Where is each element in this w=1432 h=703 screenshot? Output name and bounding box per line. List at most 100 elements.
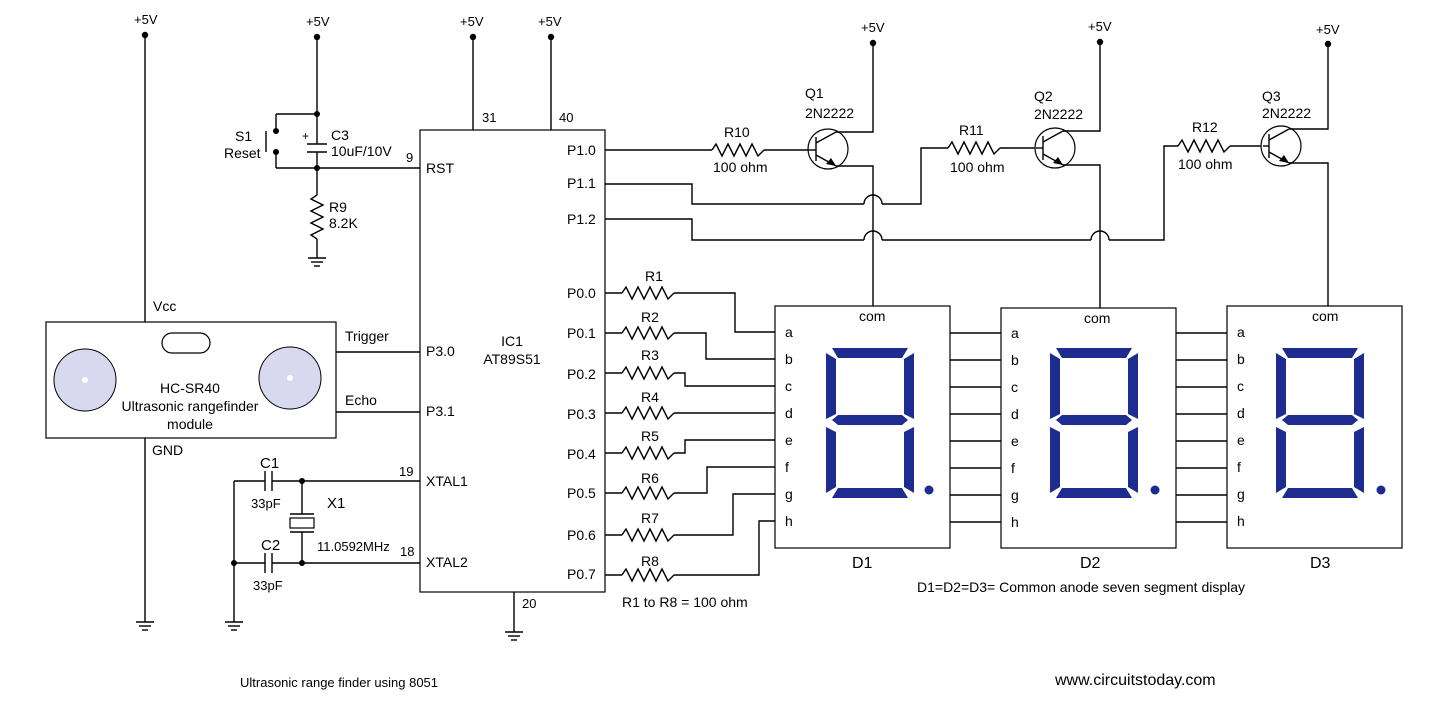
pin-label: d [1011,406,1019,422]
pin-label: XTAL2 [426,554,468,570]
power-symbols: +5V +5V +5V +5V +5V +5V +5V [134,12,1340,48]
pin-label: c [1011,379,1018,395]
transistor-q1: Q1 2N2222 R10 100 ohm [713,43,874,306]
pin-label: c [1237,378,1244,394]
pin-label: XTAL1 [426,473,468,489]
pin-label: e [1237,432,1245,448]
power-q1: +5V [861,20,885,47]
cap-ref: C3 [331,127,349,143]
resistor-icon [621,527,675,543]
pin-number: 19 [399,464,413,479]
ground-icon [225,621,243,631]
transistor-part: 2N2222 [1034,106,1083,122]
segment-resistors: R1 R2 R3 R4 R5 R6 R7 R8 R1 to R8 = 100 o… [605,268,775,610]
pin-label: P1.0 [567,142,596,158]
ic-ref: IC1 [501,333,523,349]
power-pin31: +5V [460,14,484,41]
res-ref: R10 [724,124,750,140]
pin-label: e [785,432,793,448]
sensor-desc-module: module [167,416,213,432]
pin-label: P0.3 [567,406,596,422]
resistor-icon [711,142,765,158]
reset-circuit: S1 Reset + C3 10uF/10V R9 8.2K [224,37,420,267]
resistor-note: R1 to R8 = 100 ohm [622,594,748,610]
crystal-ref: X1 [327,495,345,512]
resistor-icon [1177,138,1231,154]
ic-part: AT89S51 [483,351,541,367]
res-ref: R8 [641,553,659,569]
vcc-label: Vcc [153,298,176,314]
res-ref: R9 [329,199,347,215]
display-d1: com a b c d e f g h D1 [774,305,951,572]
pin-label: e [1011,433,1019,449]
display-d2: com a b c d e f g h D2 [1000,307,1177,572]
display-bus [950,332,1227,523]
pin-number: 31 [482,110,496,125]
pin-label: h [1011,514,1019,530]
pin-label: b [785,351,793,367]
power-label: +5V [134,12,158,27]
pin-label: f [785,459,789,475]
echo-label: Echo [345,392,377,408]
resistor-icon [621,405,675,421]
website-link[interactable]: www.circuitstoday.com [1054,672,1216,689]
pin-number: 9 [406,150,413,165]
pin-label: d [785,405,793,421]
resistor-icon [621,445,675,461]
crystal-value: 11.0592MHz [317,539,390,554]
res-ref: R5 [641,428,659,444]
ground-icon [136,621,154,631]
transistor-ref: Q1 [805,85,824,101]
resistor-icon [621,325,675,341]
display-note: D1=D2=D3= Common anode seven segment dis… [917,579,1245,595]
display-name: D2 [1080,555,1101,572]
power-q3: +5V [1316,22,1340,48]
res-value: 100 ohm [950,159,1004,175]
diagram-title: Ultrasonic range finder using 8051 [240,675,438,690]
digit-drivers: Q1 2N2222 R10 100 ohm Q2 2N2222 R11 100 … [605,42,1329,308]
power-pin40: +5V [538,14,562,41]
pin-label: P0.5 [567,485,596,501]
transistor-icon [1260,125,1302,167]
pin-label: P3.1 [426,403,455,419]
power-label: +5V [1316,22,1340,37]
power-reset: +5V [306,14,330,41]
digit-8-icon [826,348,934,498]
power-label: +5V [460,14,484,29]
pin-label: P3.0 [426,343,455,359]
transducer-right [258,346,322,410]
transistor-ref: Q3 [1262,88,1281,104]
pin-label: a [1237,324,1245,340]
ultrasonic-sensor: Vcc GND HC-SR40 Ultrasonic rangefinder m… [45,35,420,631]
pin-label: g [1237,486,1245,502]
pin-label: P0.6 [567,527,596,543]
pin-label: a [785,324,793,340]
pin-label: h [785,513,793,529]
trigger-label: Trigger [345,328,389,344]
pin-label: f [1237,459,1241,475]
cap-value: 10uF/10V [331,143,392,159]
com-label: com [1312,308,1338,324]
res-ref: R3 [641,347,659,363]
cap-value: 33pF [251,496,281,511]
cap-polarity: + [302,129,309,143]
transistor-q3: Q3 2N2222 R12 100 ohm [1178,44,1329,306]
resistor-icon [621,285,675,301]
res-ref: R2 [641,309,659,325]
pin-label: P0.2 [567,366,596,382]
cap-ref: C1 [260,455,279,472]
pin-label: b [1011,352,1019,368]
transistor-icon [1034,127,1076,169]
res-value: 8.2K [329,215,358,231]
resistor-icon [621,365,675,381]
pin-label: RST [426,160,454,176]
res-ref: R4 [641,389,659,405]
transistor-part: 2N2222 [805,105,854,121]
pin-label: h [1237,513,1245,529]
sensor-name: HC-SR40 [160,380,220,396]
res-value: 100 ohm [713,159,767,175]
res-ref: R6 [641,470,659,486]
resistor-icon [621,485,675,501]
transistor-ref: Q2 [1034,88,1053,104]
